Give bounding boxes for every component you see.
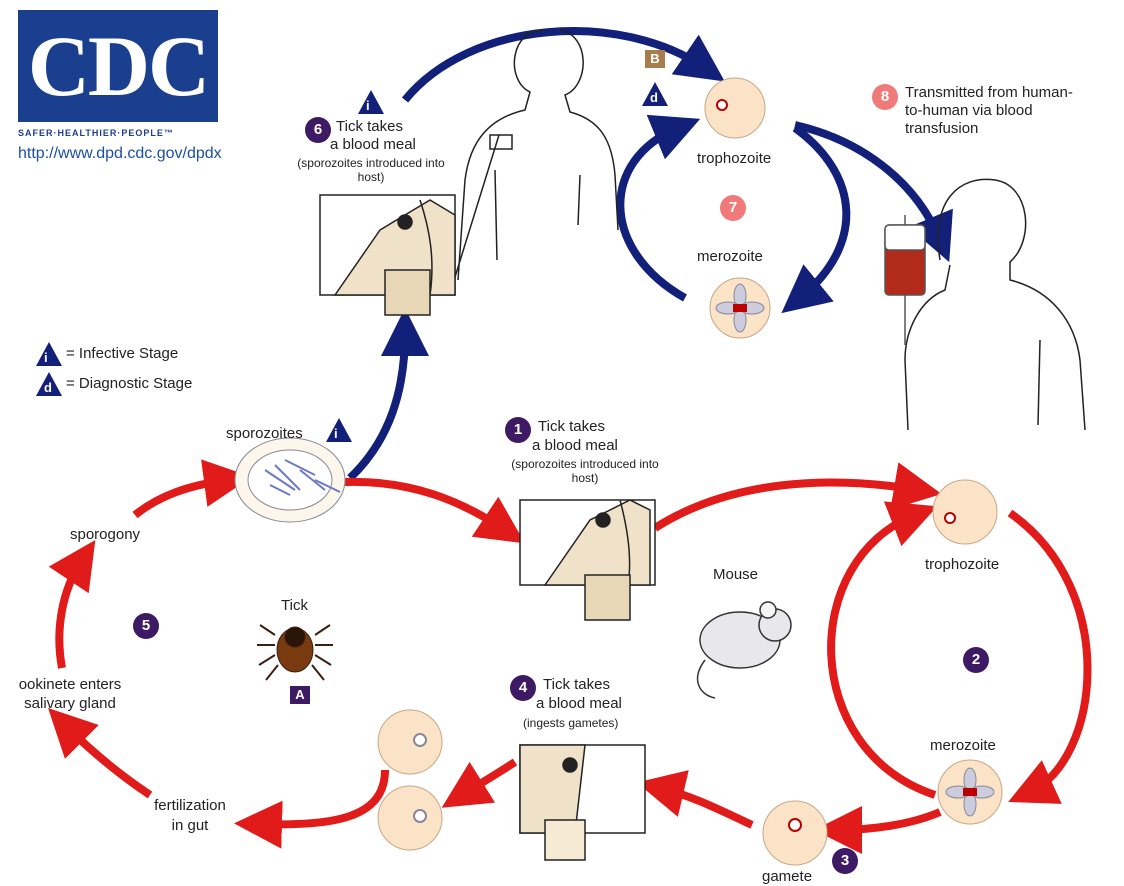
arrow-fertilization-to-ookinete: [65, 725, 150, 795]
arrow-gamete-to-tick-bite: [660, 788, 752, 825]
step-7-badge: 7: [720, 195, 746, 221]
arrow-sporogony-to-sporozoites: [135, 480, 228, 515]
arrow-ookinete-to-sporogony: [59, 560, 82, 668]
tick-bite-box-mouse: [520, 500, 655, 620]
tick-a-label: A: [290, 686, 310, 704]
step-6-line2: a blood meal: [330, 136, 416, 154]
ookinete-line1: ookinete enters: [0, 676, 140, 694]
tick-bite-box-top: [320, 195, 455, 315]
fertilization-line2: in gut: [140, 817, 240, 835]
step-6-badge: 6: [305, 117, 331, 143]
mouse-illustration: [698, 602, 791, 698]
arrow-bite-to-trophozoite: [655, 482, 918, 528]
arrow-merozoite-to-trophozoite-mouse: [831, 515, 935, 795]
host-b-label: B: [645, 50, 665, 68]
step-3-badge: 3: [832, 848, 858, 874]
cdc-logo: CDC: [18, 10, 218, 122]
arrow-gametes-to-fertilization: [258, 770, 385, 824]
step-1-badge: 1: [505, 417, 531, 443]
gut-cell-bottom: [378, 786, 442, 850]
step-6-line1: Tick takes: [336, 118, 403, 136]
cdc-logo-text: CDC: [18, 16, 218, 116]
step-8-text: Transmitted from human-to-human via bloo…: [905, 84, 1090, 138]
diagnostic-stage-icon: d: [642, 82, 668, 106]
step-4-line1: Tick takes: [543, 676, 610, 694]
sporogony-label: sporogony: [70, 526, 140, 544]
arrow-trophozoite-to-merozoite-mouse: [1010, 513, 1088, 792]
gamete-label: gamete: [762, 868, 812, 886]
step-4-subtext: (ingests gametes): [523, 716, 618, 730]
gamete-cell: [763, 801, 827, 865]
step-2-badge: 2: [963, 647, 989, 673]
arrow-merozoite-to-trophozoite: [620, 128, 685, 298]
tick-label: Tick: [281, 597, 308, 615]
human-trophozoite-cell: [705, 78, 765, 138]
step-5-badge: 5: [133, 613, 159, 639]
mouse-merozoite-label: merozoite: [930, 737, 996, 755]
step-8-badge: 8: [872, 84, 898, 110]
diagnostic-stage-icon: d: [36, 372, 62, 396]
infective-stage-icon: i: [326, 418, 352, 442]
dpdx-url[interactable]: http://www.dpd.cdc.gov/dpdx: [18, 145, 222, 163]
infective-stage-icon: i: [358, 90, 384, 114]
arrow-sporozoites-to-tick-bite: [350, 332, 405, 478]
legend-diagnostic: = Diagnostic Stage: [66, 375, 192, 393]
step-1-subtext: (sporozoites introduced into host): [500, 457, 670, 485]
infective-stage-icon: i: [36, 342, 62, 366]
tick-bite-box-gametes: [520, 745, 645, 860]
mouse-label: Mouse: [713, 566, 758, 584]
human-trophozoite-label: trophozoite: [697, 150, 771, 168]
mouse-trophozoite-label: trophozoite: [925, 556, 999, 574]
arrow-trophozoite-to-merozoite: [795, 128, 846, 298]
step-4-line2: a blood meal: [536, 695, 622, 713]
step-4-badge: 4: [510, 675, 536, 701]
cdc-tagline: SAFER·HEALTHIER·PEOPLE™: [18, 128, 174, 138]
iv-bag: [885, 215, 925, 345]
mouse-trophozoite-cell: [933, 480, 997, 544]
arrow-sporozoites-to-mouse-bite: [345, 482, 505, 530]
step-1-line1: Tick takes: [538, 418, 605, 436]
human-merozoite-label: merozoite: [697, 248, 763, 266]
legend-infective: = Infective Stage: [66, 345, 178, 363]
fertilization-line1: fertilization: [140, 797, 240, 815]
arrow-tick-bite-to-gut: [462, 762, 515, 795]
step-1-line2: a blood meal: [532, 437, 618, 455]
arrow-merozoite-to-gamete: [838, 812, 940, 830]
tick-illustration: [257, 625, 333, 680]
gut-cell-top: [378, 710, 442, 774]
ookinete-line2: salivary gland: [0, 695, 140, 713]
step-6-subtext: (sporozoites introduced into host): [286, 156, 456, 184]
sporozoites-label: sporozoites: [226, 425, 303, 443]
salivary-gland: [235, 438, 345, 522]
human-silhouette-top: [455, 30, 618, 280]
